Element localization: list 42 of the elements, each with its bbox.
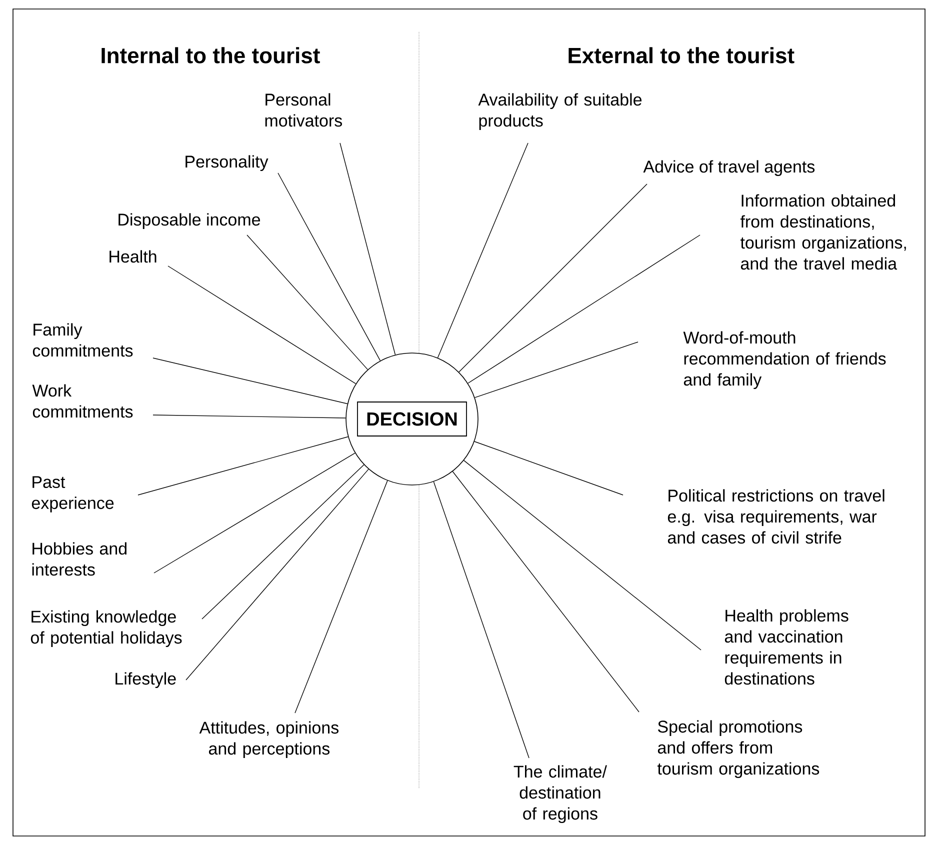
connector-line — [464, 460, 702, 650]
connector-line — [458, 184, 648, 372]
decision-circle — [346, 352, 478, 486]
factor-label: Past experience — [32, 476, 114, 512]
connector-line — [152, 358, 348, 404]
connector-line — [246, 234, 368, 370]
connector-line — [186, 468, 369, 680]
factor-label: Hobbies and interests — [32, 542, 126, 576]
factor-label: Existing knowledge of potential holidays — [30, 610, 182, 648]
factor-label: Work commitments — [32, 384, 133, 418]
factor-label: Health problems and vaccination requirements in destinations — [724, 609, 848, 685]
connector-line — [154, 452, 356, 574]
factor-label: Lifestyle — [116, 672, 176, 688]
factor-label: Special promotions and offers from tourism organizations — [657, 720, 820, 778]
connector-line — [152, 414, 346, 418]
factor-label: Advice of travel agents — [643, 160, 815, 176]
factor-label: Availability of suitable products — [478, 93, 642, 130]
column-heading: External to the tourist — [568, 47, 794, 64]
connector-line — [202, 464, 364, 620]
factor-label: Information obtained from destinations, tourism organizations, and the travel media — [740, 194, 906, 270]
factor-label: Health — [110, 250, 156, 263]
factor-label: Attitudes, opinions and perceptions — [199, 721, 338, 758]
connector-line — [168, 266, 356, 384]
connector-line — [437, 142, 528, 358]
factor-label: The climate/ destination of regions — [514, 765, 607, 824]
factor-label: Personality — [186, 155, 268, 172]
connector-line — [294, 480, 388, 714]
connector-line — [474, 342, 638, 398]
connector-line — [468, 234, 700, 384]
connector-line — [433, 481, 530, 758]
connector-line — [138, 436, 348, 496]
connector-line — [452, 471, 640, 712]
decision-box: DECISION — [357, 402, 467, 436]
column-heading: Internal to the tourist — [102, 47, 320, 64]
factor-label: Political restrictions on travel e.g. visa requirements, war and cases of civil strife — [668, 489, 884, 544]
connector-line — [340, 142, 396, 356]
factor-label: Family commitments — [32, 323, 133, 357]
factor-label: Personal motivators — [265, 93, 342, 127]
factor-label: Disposable income — [118, 213, 260, 230]
connector-line — [278, 172, 381, 362]
factor-label: Word-of-mouth recommendation of friends and family — [683, 331, 886, 390]
connector-line — [474, 441, 624, 496]
